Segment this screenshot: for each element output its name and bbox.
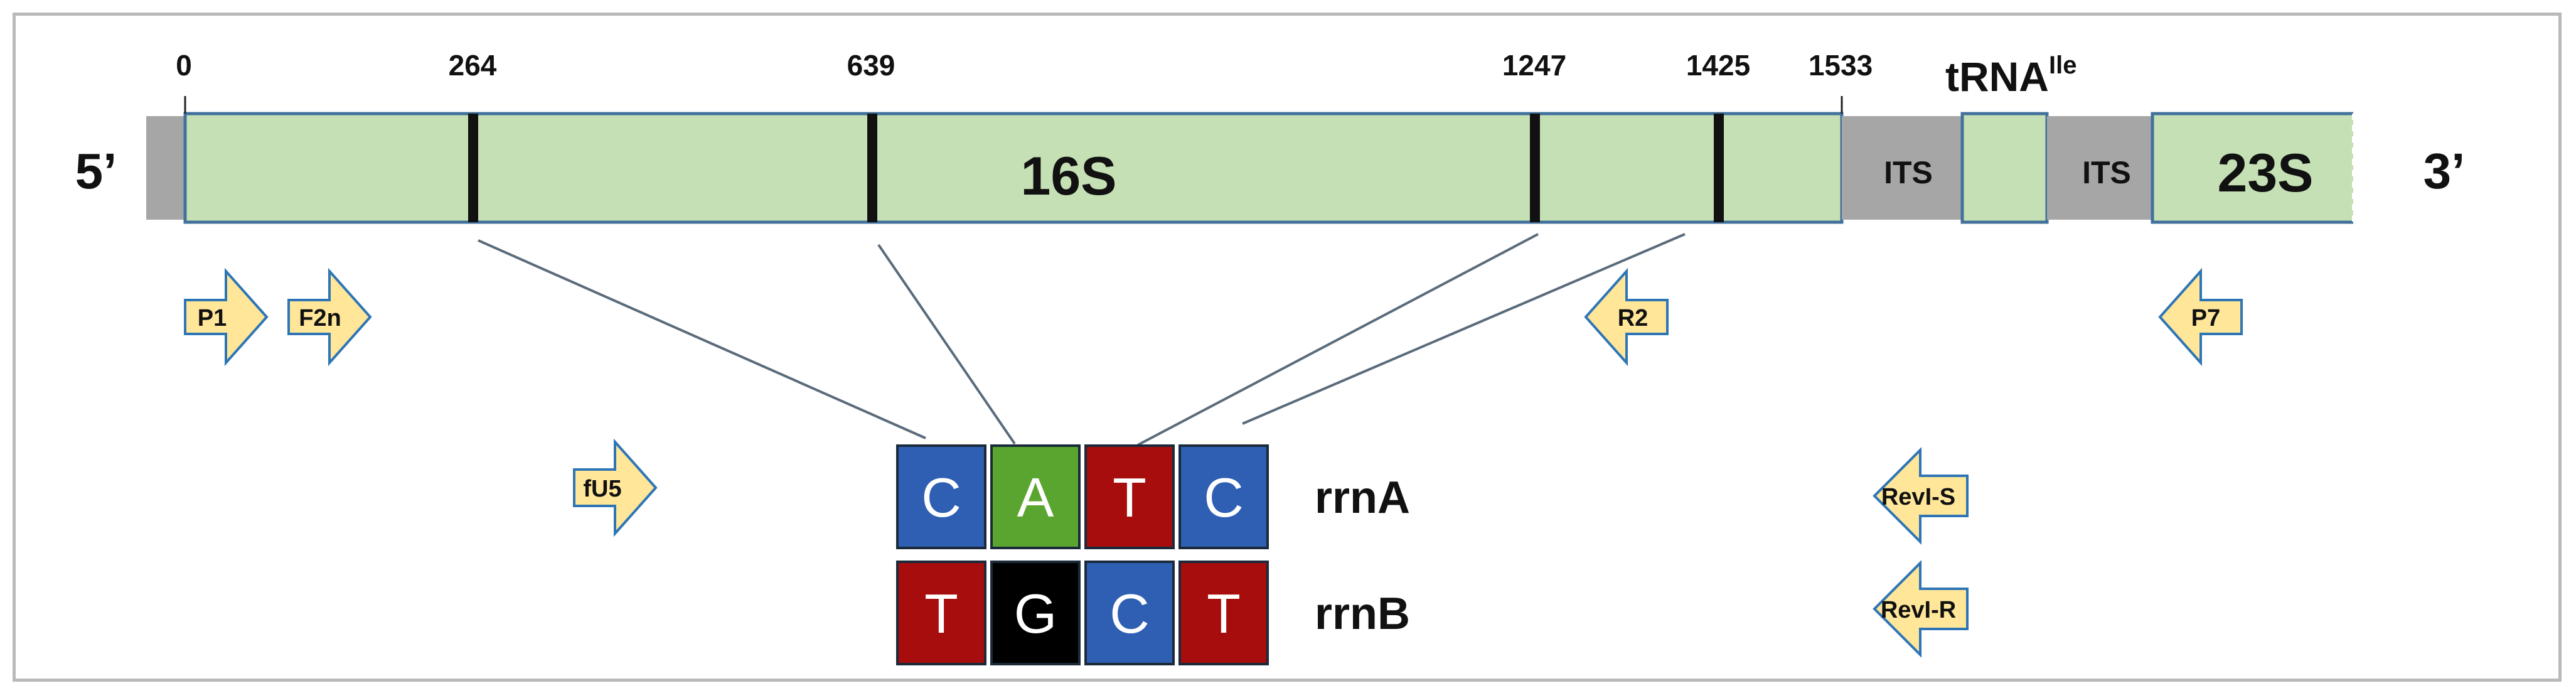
right-arrow-icon — [287, 267, 372, 367]
connector-line — [1137, 233, 1539, 446]
base-cell-rrna-4 — [1178, 444, 1269, 549]
16s-label: 16S — [1020, 146, 1116, 207]
trna-ile-gene — [1960, 112, 2049, 224]
23s-gene-outline — [2151, 112, 2353, 224]
position-label: 639 — [847, 49, 895, 82]
left-arrow-icon — [2158, 267, 2243, 367]
operon-name-rrna: rrnA — [1315, 473, 1410, 523]
site-marker-1247 — [1530, 114, 1540, 222]
left-arrow-icon — [1873, 560, 1969, 658]
23s-label: 23S — [2217, 143, 2313, 203]
primer-fu5 — [573, 438, 658, 537]
base-letter: T — [1207, 583, 1241, 645]
connector-lines — [478, 233, 1686, 446]
primer-label: R2 — [1618, 305, 1649, 331]
base-letter: C — [1204, 466, 1244, 529]
23s-gene — [2152, 114, 2353, 222]
site-marker-639 — [867, 114, 877, 222]
base-letter: C — [921, 466, 961, 529]
primer-r2 — [1584, 267, 1669, 367]
trna-label-sup: Ile — [2049, 51, 2076, 79]
primer-label: P1 — [198, 305, 227, 331]
primer-label: fU5 — [583, 476, 621, 502]
five-prime-flank — [146, 116, 185, 220]
base-cell-rrnb-1 — [896, 561, 986, 665]
base-letter: G — [1014, 583, 1057, 645]
its-right-label: ITS — [2082, 155, 2131, 190]
primer-label: P7 — [2191, 305, 2220, 331]
operon-bar — [146, 96, 2354, 224]
its-left-label: ITS — [1884, 155, 1933, 190]
position-label: 0 — [176, 49, 192, 82]
primer-p7 — [2158, 267, 2243, 367]
base-letter: A — [1017, 466, 1054, 529]
base-letter: T — [1113, 466, 1146, 529]
site-marker-1425 — [1714, 114, 1724, 222]
primer-revi-r — [1873, 560, 1969, 658]
connector-line — [478, 239, 926, 439]
base-cell-rrnb-2 — [990, 561, 1081, 665]
base-grid: C A T C T G C T — [896, 444, 1269, 665]
operon-name-rrnb: rrnB — [1315, 589, 1410, 639]
primer-p1 — [184, 267, 269, 367]
left-arrow-icon — [1584, 267, 1669, 367]
base-cell-rrnb-4 — [1178, 561, 1269, 665]
base-cell-rrna-2 — [990, 444, 1081, 549]
trna-label: tRNAIle — [1945, 51, 2076, 100]
connector-line — [877, 244, 1016, 445]
trna-label-main: tRNA — [1945, 53, 2049, 100]
base-cell-rrna-1 — [896, 444, 986, 549]
16s-gene — [183, 112, 1844, 224]
base-cell-rrnb-3 — [1084, 561, 1175, 665]
primer-f2n — [287, 267, 372, 367]
base-cell-rrna-3 — [1084, 444, 1175, 549]
its-right — [2047, 116, 2152, 220]
primer-arrows: P1 F2n R2 P7 fU5 RevI-S RevI-R — [184, 267, 2243, 658]
position-label: 1247 — [1502, 49, 1566, 82]
five-prime-label: 5’ — [75, 143, 117, 199]
right-arrow-icon — [184, 267, 269, 367]
position-label: 1425 — [1686, 49, 1750, 82]
primer-label: F2n — [299, 305, 341, 331]
rrna-operon-diagram: 0 264 639 1247 1425 1533 5’ 3’ 16S 23S I… — [75, 49, 2466, 665]
figure-frame: 0 264 639 1247 1425 1533 5’ 3’ 16S 23S I… — [13, 13, 2562, 682]
left-arrow-icon — [1873, 447, 1969, 545]
connector-line — [1242, 233, 1686, 425]
base-letter: T — [924, 583, 958, 645]
position-label: 1533 — [1809, 49, 1873, 82]
primer-label: RevI-R — [1881, 597, 1956, 623]
primer-revi-s — [1873, 447, 1969, 545]
position-label: 264 — [449, 49, 497, 82]
primer-label: RevI-S — [1881, 484, 1955, 510]
base-letter: C — [1109, 583, 1150, 645]
site-marker-264 — [468, 114, 478, 222]
three-prime-label: 3’ — [2424, 143, 2466, 199]
its-left — [1842, 116, 1962, 220]
right-arrow-icon — [573, 438, 658, 537]
